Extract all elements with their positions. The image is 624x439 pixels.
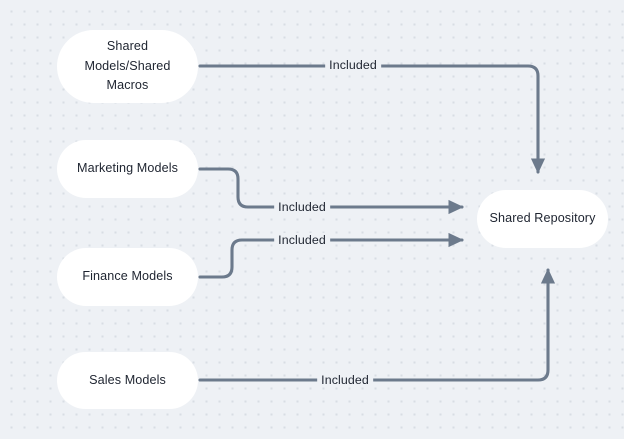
edge-marketing-models-to-repository — [198, 167, 464, 215]
edge-label-marketing-models: Included — [274, 200, 330, 214]
node-shared-repository[interactable]: Shared Repository — [477, 190, 608, 248]
edge-label-shared-models: Included — [325, 58, 381, 72]
node-shared-models[interactable]: Shared Models/Shared Macros — [57, 30, 198, 103]
node-finance-models[interactable]: Finance Models — [57, 248, 198, 306]
node-shared-repository-label: Shared Repository — [489, 211, 596, 226]
edge-shared-models-to-repository — [198, 64, 546, 174]
node-finance-models-label: Finance Models — [82, 269, 173, 284]
node-sales-models-label: Sales Models — [89, 372, 166, 387]
node-marketing-models-label: Marketing Models — [77, 161, 178, 176]
edge-label-finance-models: Included — [274, 233, 330, 247]
node-sales-models[interactable]: Sales Models — [57, 352, 198, 409]
node-shared-models-label: Shared Models/Shared Macros — [84, 39, 171, 93]
edge-finance-models-to-repository — [198, 232, 464, 279]
node-marketing-models[interactable]: Marketing Models — [57, 140, 198, 198]
edge-sales-models-to-repository — [198, 268, 556, 382]
edge-label-sales-models: Included — [317, 373, 373, 387]
